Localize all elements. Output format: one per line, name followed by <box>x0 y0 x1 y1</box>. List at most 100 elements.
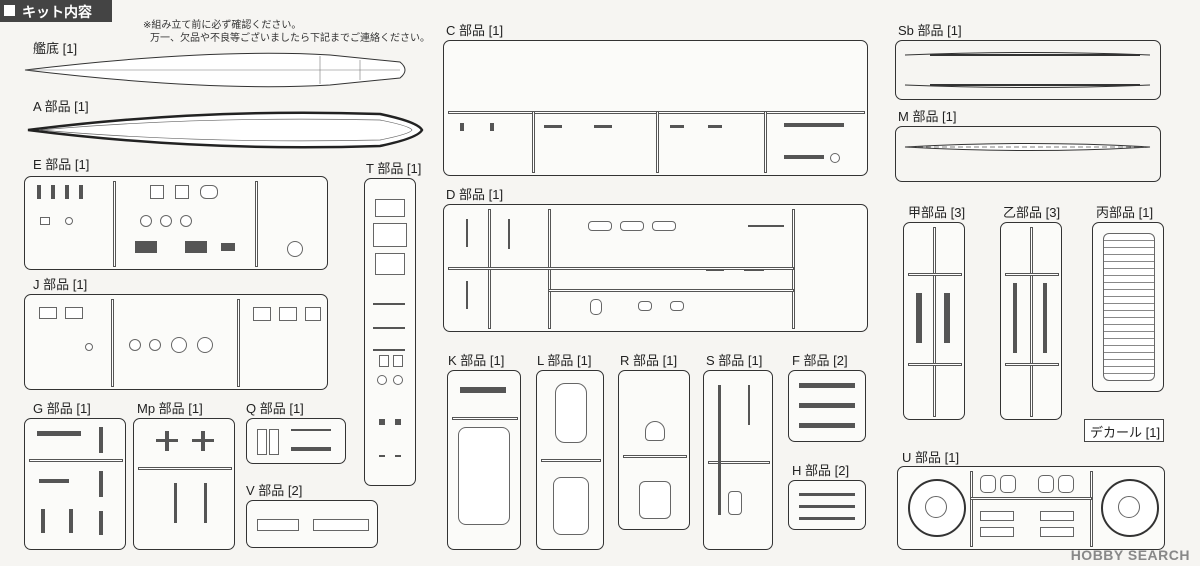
part <box>1103 233 1155 381</box>
part <box>784 155 824 159</box>
part <box>160 215 172 227</box>
label-part-otsu: 乙部品 [3] <box>1003 205 1061 220</box>
label-part-s: S 部品 [1] <box>706 353 763 368</box>
sprue-mp <box>133 418 235 550</box>
part <box>150 185 164 199</box>
label-part-sb: Sb 部品 [1] <box>898 23 962 38</box>
part <box>670 125 684 128</box>
label-part-d: D 部品 [1] <box>446 187 504 202</box>
part <box>197 337 213 353</box>
part <box>65 185 69 199</box>
part <box>670 301 684 311</box>
part <box>204 483 207 523</box>
part <box>460 387 506 393</box>
part <box>490 123 494 131</box>
label-part-r: R 部品 [1] <box>620 353 678 368</box>
sprue-divider <box>1005 273 1059 276</box>
label-part-q: Q 部品 [1] <box>246 401 304 416</box>
sprue-divider <box>623 455 687 458</box>
part <box>379 455 385 457</box>
part <box>379 355 389 367</box>
part <box>373 303 405 305</box>
part <box>99 471 103 497</box>
part <box>1040 511 1074 521</box>
label-hull-bottom: 艦底 [1] <box>33 41 78 56</box>
part <box>395 455 401 457</box>
part <box>553 477 589 535</box>
sprue-ko <box>903 222 965 420</box>
part <box>140 215 152 227</box>
part <box>1000 475 1016 493</box>
sprue-j <box>24 294 328 390</box>
label-decal: デカール [1] <box>1090 425 1161 440</box>
part <box>171 337 187 353</box>
sprue-c <box>443 40 868 176</box>
part <box>377 375 387 385</box>
part <box>40 217 50 225</box>
part <box>744 269 764 271</box>
sprue-divider <box>656 111 659 173</box>
sprue-m <box>895 126 1161 182</box>
sprue-divider <box>452 417 518 420</box>
part <box>37 431 81 436</box>
sprue-divider <box>1030 227 1033 417</box>
part <box>313 519 369 531</box>
label-part-f: F 部品 [2] <box>792 353 848 368</box>
sprue-divider <box>541 459 601 462</box>
part <box>393 355 403 367</box>
label-part-m: M 部品 [1] <box>898 109 957 124</box>
label-part-j: J 部品 [1] <box>33 277 88 292</box>
part <box>652 221 676 231</box>
part <box>458 427 510 525</box>
sprue-s <box>703 370 773 550</box>
part <box>544 125 562 128</box>
part <box>65 217 73 225</box>
part <box>373 327 405 329</box>
part <box>375 253 405 275</box>
part <box>799 423 855 428</box>
sprue-divider <box>237 299 240 387</box>
sprue-divider <box>113 181 116 267</box>
part <box>1058 475 1074 493</box>
part <box>916 293 922 343</box>
part <box>799 403 855 408</box>
label-part-ko: 甲部品 [3] <box>908 205 966 220</box>
part <box>590 299 602 315</box>
part <box>395 419 401 425</box>
part <box>1043 283 1047 353</box>
part <box>638 301 652 311</box>
part <box>799 383 855 388</box>
part <box>99 511 103 535</box>
part <box>588 221 612 231</box>
part <box>79 185 83 199</box>
label-part-t: T 部品 [1] <box>366 161 422 176</box>
label-part-hei: 丙部品 [1] <box>1096 205 1154 220</box>
part <box>305 307 321 321</box>
sprue-sb <box>895 40 1161 100</box>
sprue-divider <box>111 299 114 387</box>
part <box>799 493 855 496</box>
label-part-l: L 部品 [1] <box>537 353 592 368</box>
part <box>980 511 1014 521</box>
label-part-h: H 部品 [2] <box>792 463 850 478</box>
label-part-g: G 部品 [1] <box>33 401 91 416</box>
part <box>175 185 189 199</box>
part <box>706 269 724 271</box>
part <box>291 429 331 431</box>
part <box>508 219 510 249</box>
decal-box: デカール [1] <box>1084 419 1164 442</box>
page-title: キット内容 <box>22 4 92 20</box>
part <box>1040 527 1074 537</box>
sprue-e <box>24 176 328 270</box>
part <box>375 199 405 217</box>
header-square-icon <box>4 5 15 16</box>
sprue-divider <box>532 111 535 173</box>
part <box>925 496 947 518</box>
part <box>1038 475 1054 493</box>
part <box>379 419 385 425</box>
sprue-divider <box>448 267 794 270</box>
part <box>784 123 844 127</box>
sprue-divider <box>908 363 962 366</box>
part <box>373 349 405 351</box>
sprue-divider <box>708 461 770 464</box>
